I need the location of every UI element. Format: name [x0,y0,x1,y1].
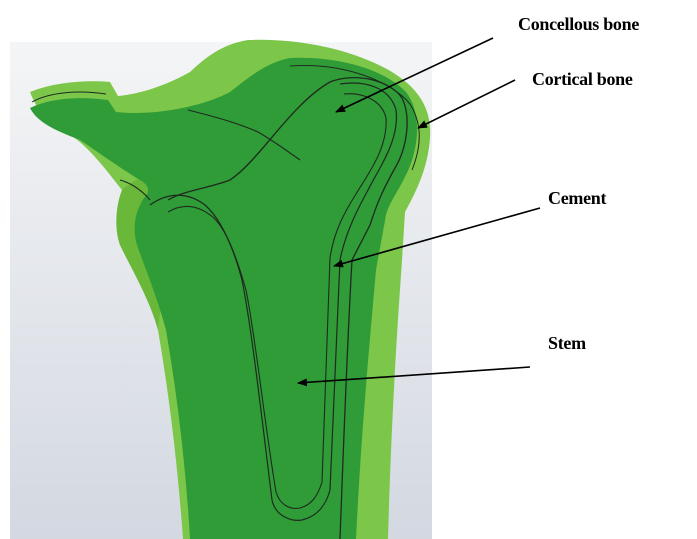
label-cortical-bone: Cortical bone [532,69,633,90]
label-concellous-bone: Concellous bone [518,14,639,35]
cortical-bone-leader [418,80,515,128]
label-stem: Stem [548,333,586,354]
label-cement: Cement [548,188,606,209]
